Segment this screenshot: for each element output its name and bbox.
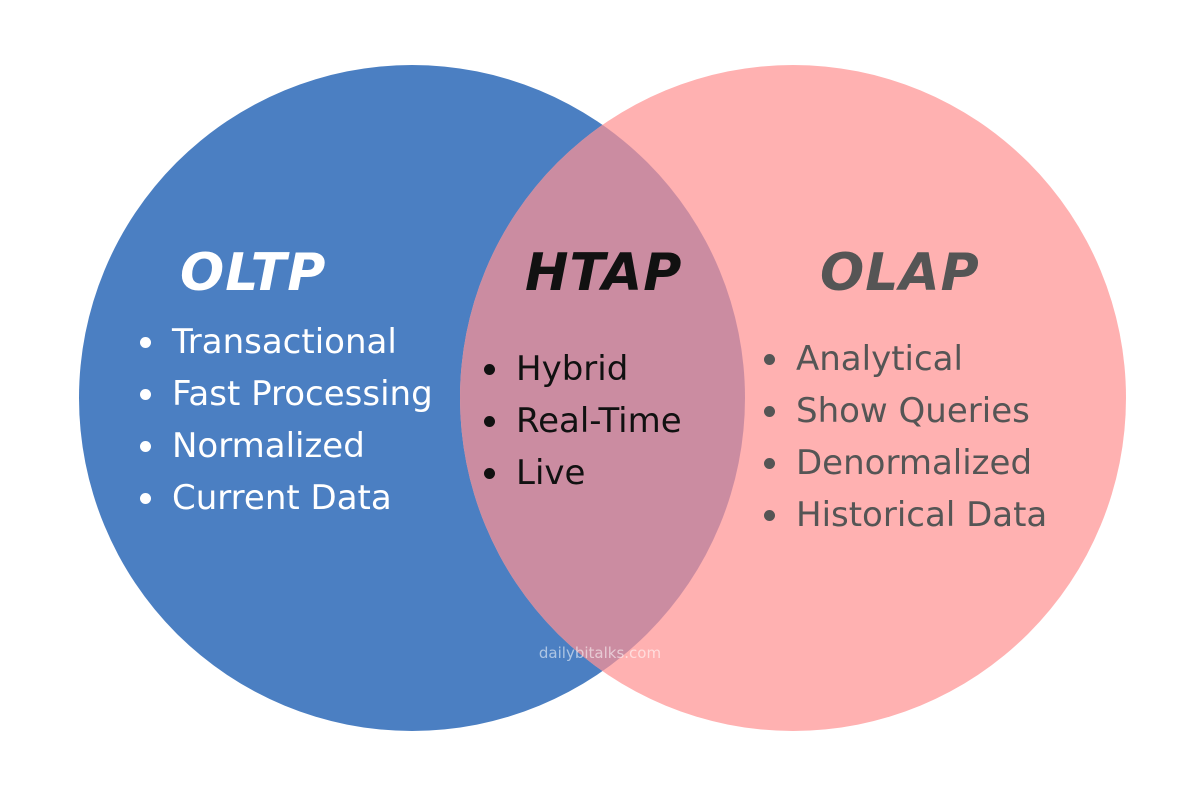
olap-item-label: Denormalized bbox=[796, 443, 1033, 483]
bullet-icon bbox=[764, 458, 775, 469]
htap-item: Real-Time bbox=[480, 395, 682, 447]
bullet-icon bbox=[484, 364, 495, 375]
olap-item-label: Analytical bbox=[796, 339, 963, 379]
olap-list: Analytical Show Queries Denormalized His… bbox=[760, 333, 1047, 541]
olap-item: Denormalized bbox=[760, 437, 1047, 489]
htap-overlap-region bbox=[460, 65, 745, 731]
bullet-icon bbox=[764, 406, 775, 417]
bullet-icon bbox=[140, 441, 151, 452]
bullet-icon bbox=[764, 354, 775, 365]
htap-item-label: Live bbox=[516, 453, 586, 493]
htap-item-label: Hybrid bbox=[516, 349, 629, 389]
olap-item: Show Queries bbox=[760, 385, 1047, 437]
htap-item-label: Real-Time bbox=[516, 401, 682, 441]
oltp-item-label: Transactional bbox=[172, 322, 397, 362]
bullet-icon bbox=[484, 416, 495, 427]
bullet-icon bbox=[140, 389, 151, 400]
oltp-item: Fast Processing bbox=[136, 368, 433, 420]
olap-item-label: Show Queries bbox=[796, 391, 1030, 431]
watermark-text: dailybitalks.com bbox=[538, 644, 662, 662]
bullet-icon bbox=[140, 493, 151, 504]
oltp-item-label: Current Data bbox=[172, 478, 392, 518]
oltp-item-label: Normalized bbox=[172, 426, 365, 466]
olap-item: Analytical bbox=[760, 333, 1047, 385]
olap-item-label: Historical Data bbox=[796, 495, 1048, 535]
oltp-item: Normalized bbox=[136, 420, 433, 472]
bullet-icon bbox=[764, 510, 775, 521]
bullet-icon bbox=[140, 337, 151, 348]
htap-title: HTAP bbox=[525, 243, 683, 303]
oltp-item: Transactional bbox=[136, 316, 433, 368]
olap-title: OLAP bbox=[820, 243, 980, 303]
oltp-title: OLTP bbox=[180, 243, 327, 303]
htap-list: Hybrid Real-Time Live bbox=[480, 343, 682, 499]
htap-item: Live bbox=[480, 447, 682, 499]
oltp-item: Current Data bbox=[136, 472, 433, 524]
olap-item: Historical Data bbox=[760, 489, 1047, 541]
oltp-list: Transactional Fast Processing Normalized… bbox=[136, 316, 433, 524]
htap-item: Hybrid bbox=[480, 343, 682, 395]
bullet-icon bbox=[484, 468, 495, 479]
oltp-item-label: Fast Processing bbox=[172, 374, 433, 414]
